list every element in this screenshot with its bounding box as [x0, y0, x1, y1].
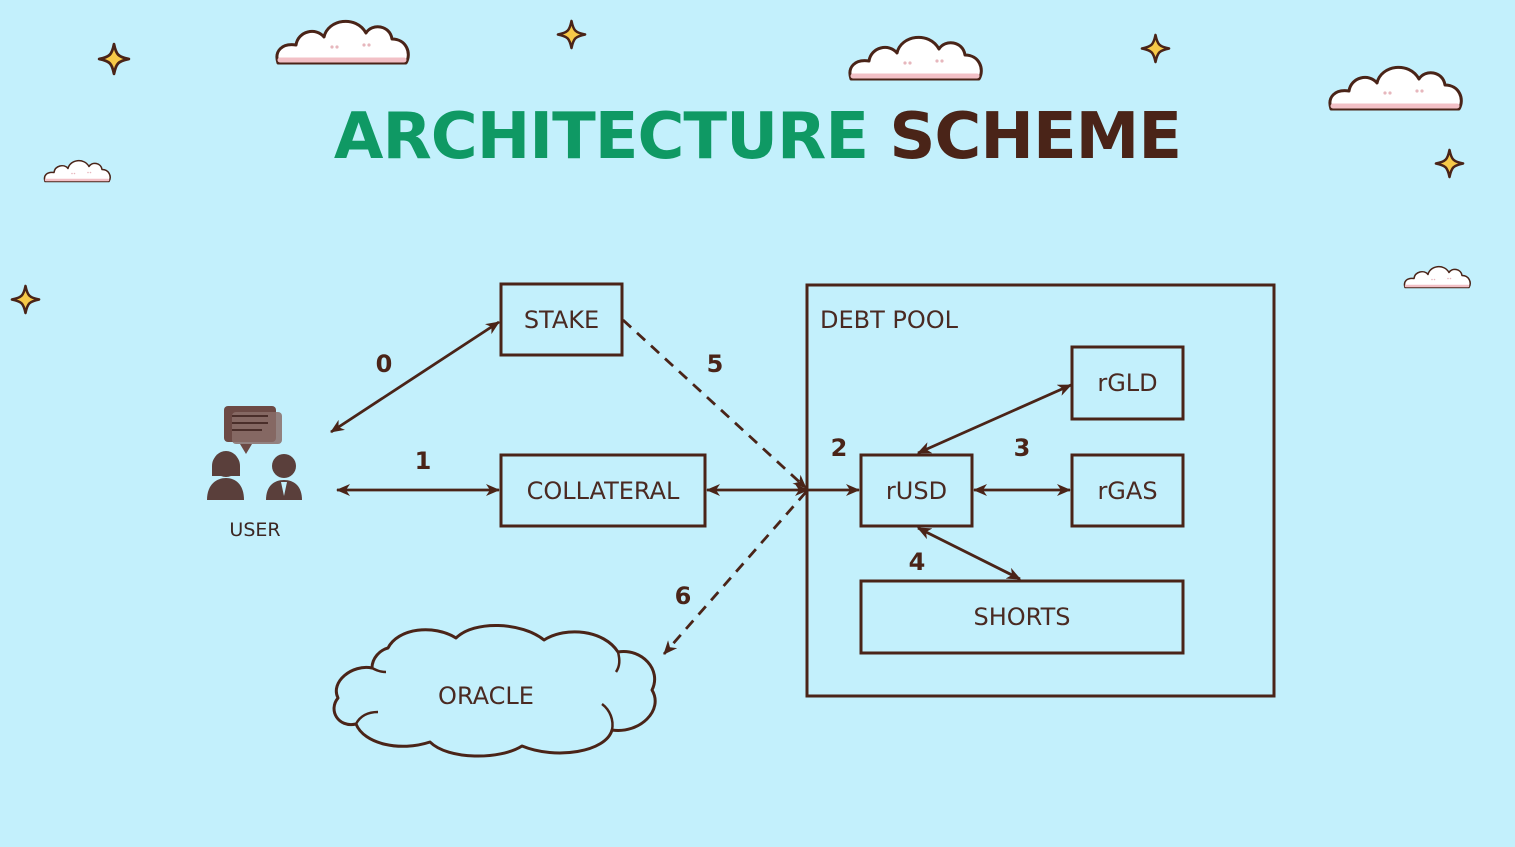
sparkle-star-icon	[1140, 33, 1171, 64]
sparkle-star-icon	[556, 19, 587, 50]
sparkle-star-icon	[10, 284, 41, 315]
shorts-box	[859, 579, 1185, 655]
edge-5-arrow	[622, 318, 807, 490]
edge-5-label: 5	[706, 350, 724, 378]
edge-6-label: 6	[674, 582, 692, 610]
edge-2-label: 2	[830, 434, 848, 462]
debt-pool-label: DEBT POOL	[820, 306, 959, 334]
collateral-label: COLLATERAL	[526, 476, 680, 505]
edge-1-label: 1	[414, 447, 432, 475]
edge-3-label: 3	[1013, 434, 1031, 462]
title-accent: ARCHITECTURE	[333, 100, 869, 174]
cloud-icon	[850, 37, 981, 79]
edge-4-arrow	[917, 526, 1021, 581]
title-dark: SCHEME	[889, 100, 1182, 174]
sparkle-star-icon	[97, 42, 131, 76]
edge-4-label: 4	[908, 548, 926, 576]
users-chat-icon	[207, 406, 302, 500]
rgld-box	[1070, 345, 1185, 421]
page-title: ARCHITECTURE SCHEME	[0, 100, 1515, 174]
stake-label: STAKE	[523, 305, 600, 334]
collateral-box	[499, 453, 707, 528]
rusd-rgld-arrow	[917, 383, 1072, 455]
rgas-label: rGAS	[1097, 476, 1158, 505]
edge-0-label: 0	[375, 350, 393, 378]
cloud-icon	[277, 21, 408, 63]
rgas-box	[1070, 453, 1185, 528]
oracle-label: ORACLE	[438, 682, 534, 710]
stake-box	[499, 282, 624, 357]
rgld-label: rGLD	[1097, 369, 1158, 397]
shorts-label: SHORTS	[973, 603, 1071, 631]
user-label: USER	[229, 519, 281, 541]
rusd-label: rUSD	[885, 476, 948, 505]
edge-0-arrow	[330, 320, 500, 434]
rusd-box	[859, 453, 974, 528]
oracle-cloud	[332, 623, 657, 758]
edge-6-arrow	[662, 491, 808, 655]
cloud-icon	[1402, 264, 1472, 290]
